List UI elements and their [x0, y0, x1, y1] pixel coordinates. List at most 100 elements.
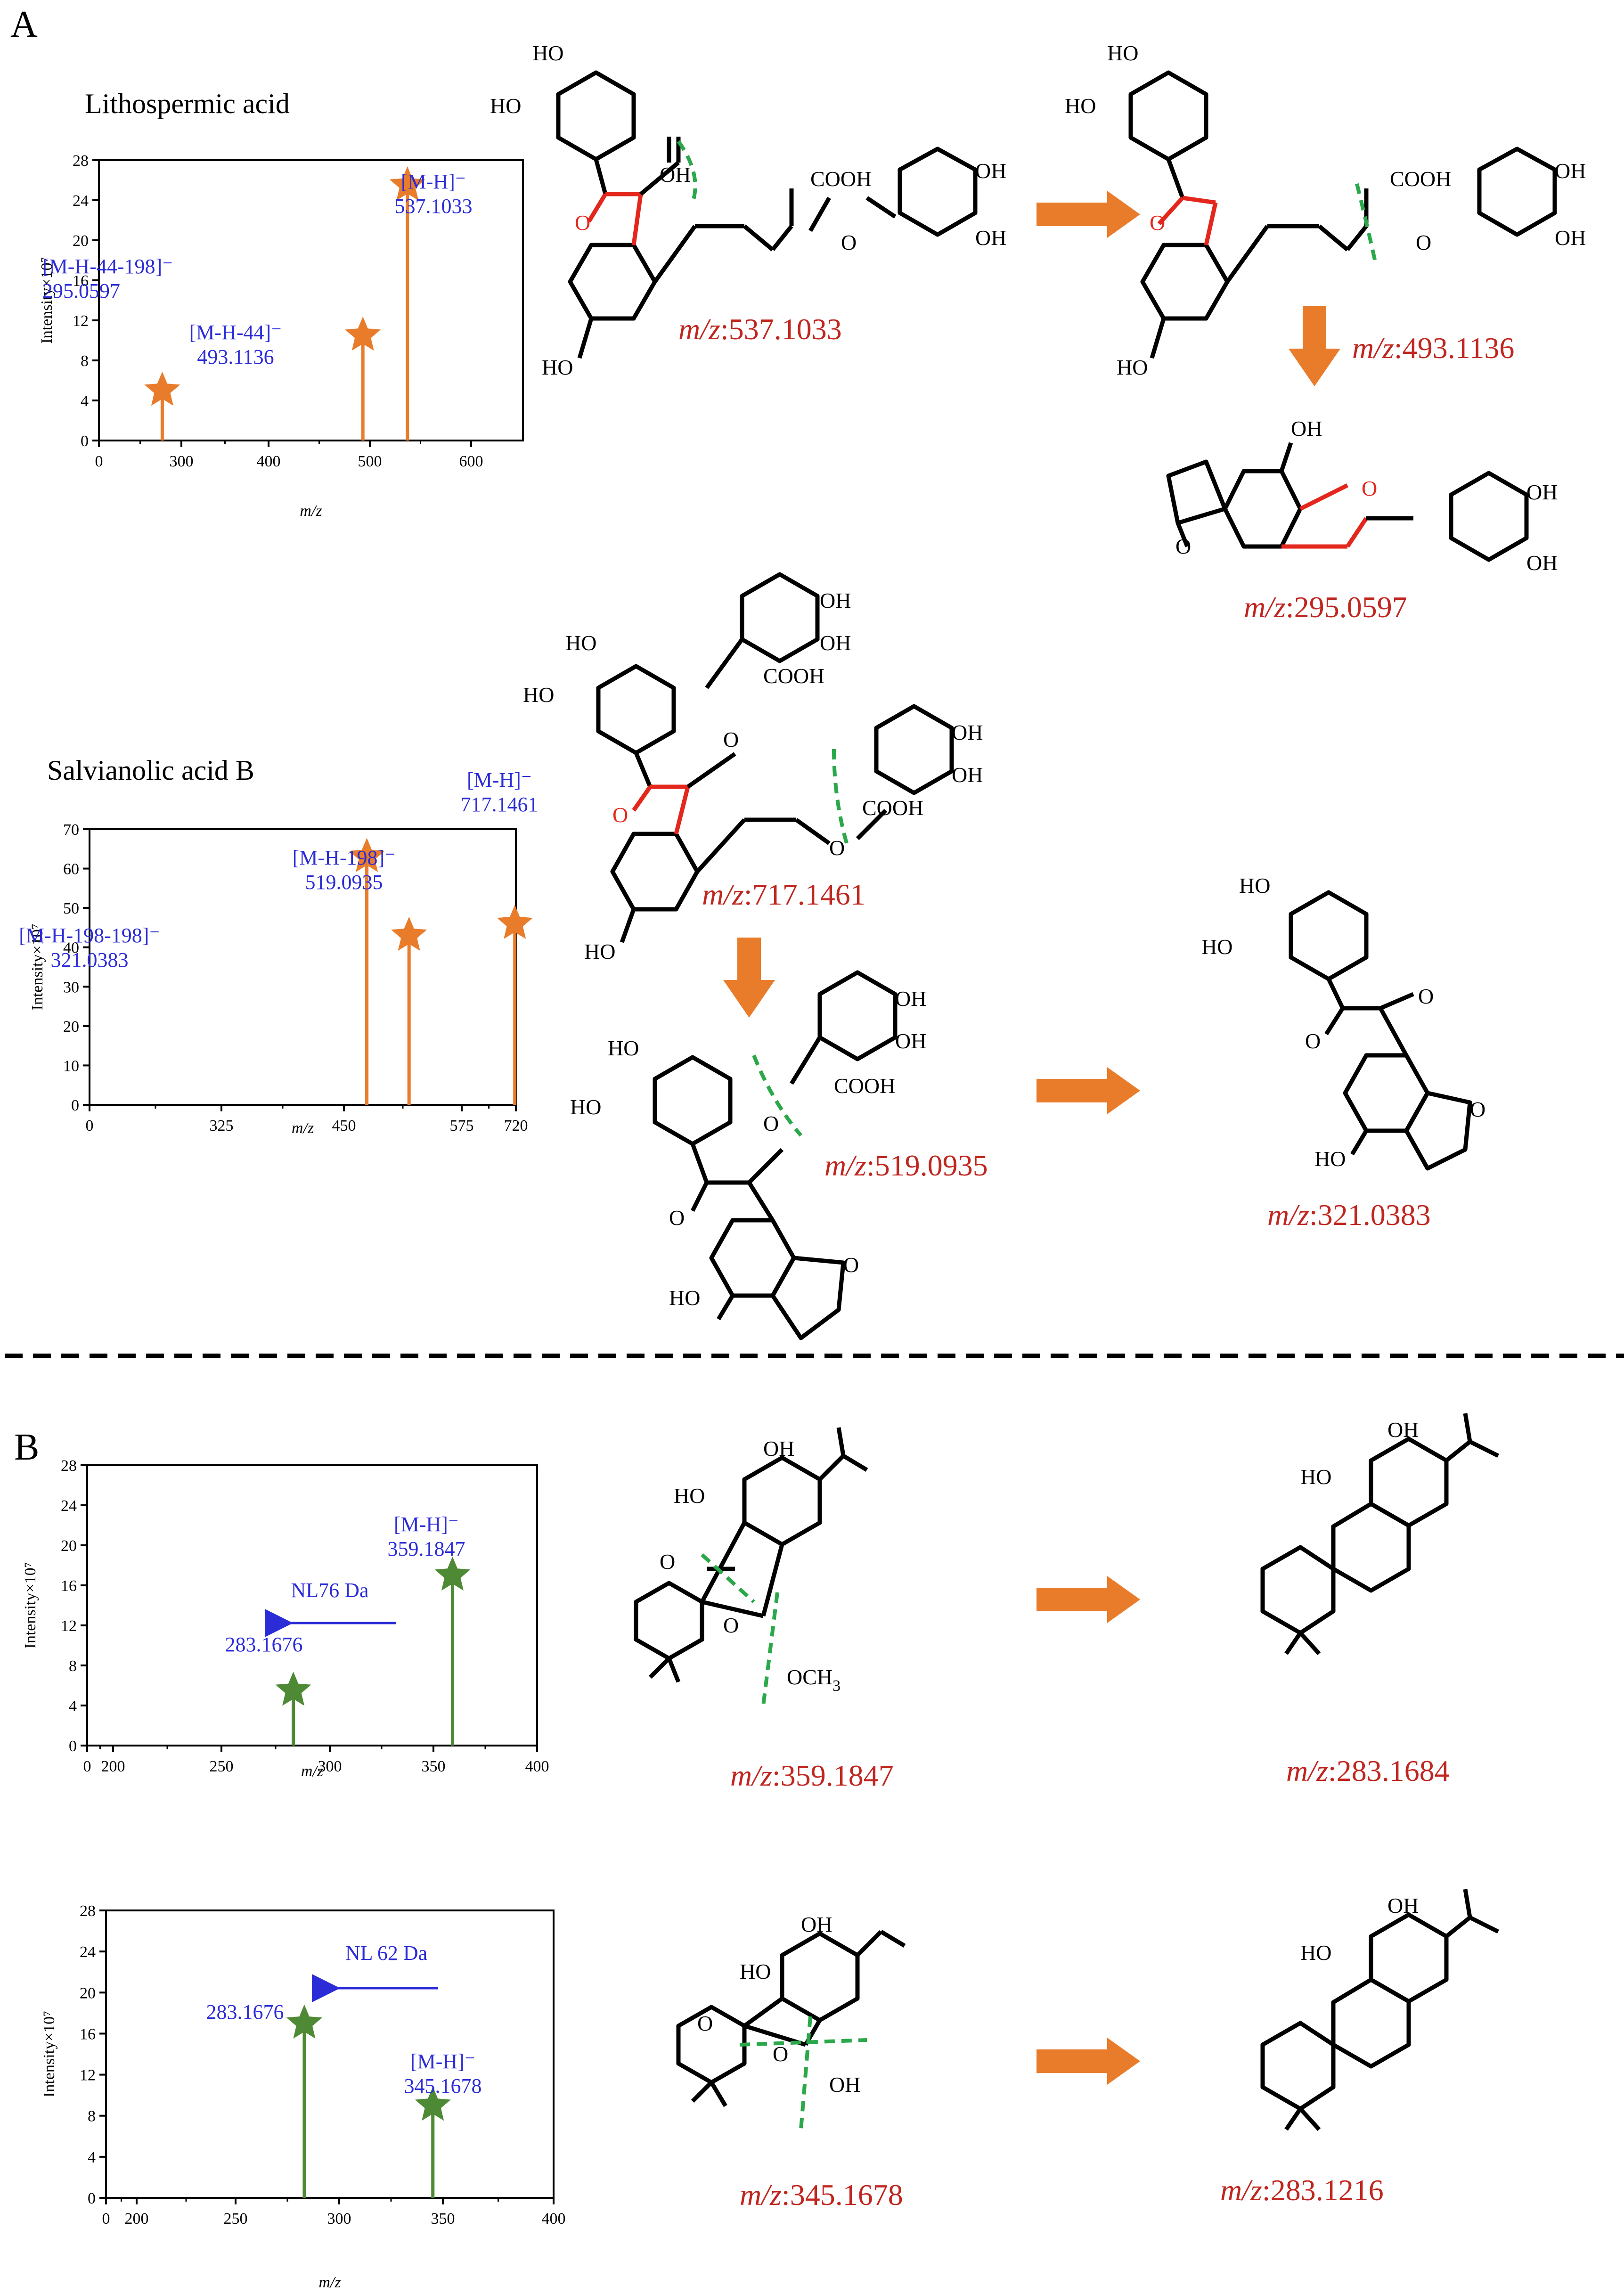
svg-text:HO: HO — [570, 1095, 601, 1119]
svg-text:HO: HO — [565, 631, 596, 655]
peak-marker — [144, 371, 180, 406]
y-tick-label: 8 — [69, 1657, 77, 1675]
structure-295 — [1166, 442, 1529, 562]
svg-text:OH: OH — [820, 588, 851, 612]
svg-text:OCH3: OCH3 — [787, 1665, 841, 1695]
y-tick-label: 40 — [63, 939, 79, 957]
y-axis-label: Intensity×10⁷ — [38, 257, 56, 343]
peak-label: 359.1847 — [388, 1537, 465, 1560]
x-tick-label: 350 — [431, 2210, 455, 2228]
mz-label-b1: m/z:717.1461 — [702, 878, 865, 911]
y-tick-label: 70 — [63, 821, 79, 839]
structure-519-text: OH OH COOH HO HO O O O HO — [570, 987, 926, 1310]
svg-text:OH: OH — [829, 2073, 860, 2097]
svg-text:HO: HO — [584, 939, 615, 963]
mz-label-a3: m/z:295.0597 — [1244, 590, 1407, 624]
peak-label: [M-H]⁻ — [394, 1513, 459, 1536]
svg-text:HO: HO — [669, 1286, 700, 1310]
svg-text:O: O — [1416, 230, 1431, 254]
svg-text:HO: HO — [523, 683, 554, 707]
structure-493-text: HO HO O COOH O OH OH HO — [1065, 41, 1586, 379]
svg-text:OH: OH — [1387, 1418, 1419, 1442]
y-tick-label: 28 — [61, 1457, 77, 1475]
x-axis-label: m/z — [318, 2274, 341, 2291]
structure-345 — [676, 1930, 906, 2130]
peak-label: 283.1676 — [225, 1633, 303, 1656]
svg-text:OH: OH — [895, 1029, 926, 1053]
y-axis-label: Intensity×10⁷ — [22, 1562, 39, 1648]
svg-text:O: O — [697, 2011, 713, 2035]
svg-text:O: O — [841, 230, 857, 254]
x-tick-label: 400 — [542, 2210, 566, 2228]
neutral-loss-label: NL 62 Da — [345, 1942, 427, 1965]
x-tick-label: 0 — [102, 2210, 110, 2228]
y-tick-label: 0 — [88, 2190, 96, 2207]
mz-label-a1: m/z:537.1033 — [678, 312, 842, 346]
x-tick-label: 350 — [422, 1758, 446, 1775]
svg-text:OH: OH — [952, 763, 983, 787]
y-tick-label: 4 — [88, 2149, 96, 2166]
svg-text:HO: HO — [740, 1959, 771, 1983]
svg-text:O: O — [1150, 211, 1165, 235]
y-tick-label: 12 — [80, 2067, 96, 2084]
arrow-down-2 — [723, 938, 775, 1018]
arrow-right-3 — [1036, 1576, 1140, 1623]
structure-519 — [653, 970, 898, 1340]
peak-label: [M-H-198]⁻ — [293, 846, 396, 869]
y-tick-label: 28 — [73, 152, 89, 170]
x-axis-label: m/z — [292, 1119, 314, 1137]
svg-text:HO: HO — [1300, 1941, 1331, 1965]
svg-text:O: O — [1362, 476, 1377, 500]
structure-283-b-text: OH HO — [1300, 1893, 1419, 1965]
x-tick-label: 0 — [83, 1758, 91, 1775]
structure-345-text: OH HO O O OH — [697, 1912, 860, 2097]
structure-321 — [1289, 890, 1472, 1171]
peak-marker — [434, 1556, 471, 1591]
y-axis-label: Intensity×10⁷ — [41, 2011, 58, 2097]
y-tick-label: 20 — [63, 1018, 79, 1036]
svg-text:OH: OH — [763, 1436, 794, 1461]
peak-marker — [389, 166, 425, 201]
peak-label: 519.0935 — [305, 871, 383, 894]
svg-text:OH: OH — [1291, 416, 1322, 441]
y-tick-label: 24 — [73, 192, 89, 210]
y-tick-label: 8 — [81, 352, 89, 370]
y-tick-label: 30 — [63, 979, 79, 996]
svg-text:COOH: COOH — [810, 167, 872, 191]
y-tick-label: 20 — [61, 1537, 77, 1555]
svg-text:OH: OH — [952, 720, 983, 744]
y-tick-label: 4 — [81, 392, 89, 410]
structure-283-a-text: OH HO — [1300, 1418, 1419, 1489]
peak-label: 283.1676 — [206, 2000, 284, 2024]
x-tick-label: 500 — [358, 453, 382, 470]
svg-text:O: O — [1305, 1029, 1321, 1053]
structure-321-text: HO HO O O O HO — [1201, 873, 1485, 1171]
peak-marker — [349, 838, 385, 872]
plot-frame — [98, 159, 524, 441]
x-tick-label: 300 — [170, 453, 194, 470]
svg-text:COOH: COOH — [862, 796, 923, 820]
y-tick-label: 8 — [88, 2108, 96, 2125]
svg-text:O: O — [575, 211, 590, 235]
svg-text:O: O — [763, 1111, 779, 1135]
chart-1-title: Lithospermic acid — [85, 88, 290, 119]
arrow-right-4 — [1036, 2038, 1140, 2085]
structure-lithospermic-text: HO HO O OH COOH O OH OH HO — [490, 41, 1006, 379]
svg-text:O: O — [660, 1550, 675, 1574]
peak-label: 345.1678 — [404, 2074, 482, 2097]
svg-text:OH: OH — [820, 631, 851, 655]
y-tick-label: 24 — [61, 1497, 77, 1515]
y-tick-label: 12 — [73, 312, 89, 330]
x-tick-label: 0 — [95, 453, 103, 470]
svg-text:HO: HO — [542, 355, 573, 379]
structure-salvianolic-acid-b — [596, 572, 954, 943]
panel-label-a: A — [10, 4, 38, 45]
svg-text:OH: OH — [1526, 480, 1558, 504]
svg-text:O: O — [723, 1613, 739, 1637]
x-tick-label: 0 — [86, 1117, 94, 1134]
peak-label: 537.1033 — [395, 195, 473, 218]
y-tick-label: 28 — [80, 1902, 96, 1920]
structure-493 — [1128, 70, 1557, 359]
